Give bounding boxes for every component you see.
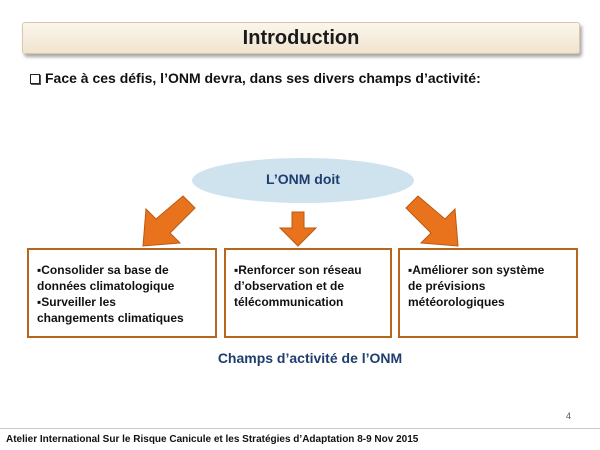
box-line: météorologiques (408, 295, 505, 309)
box-line: télécommunication (234, 295, 344, 309)
diagram-caption: Champs d’activité de l’ONM (217, 350, 403, 366)
arrow-middle-icon (278, 211, 318, 247)
box-line: d’observation et de (234, 279, 345, 293)
box-line: ▪Consolider sa base de (37, 263, 169, 277)
box-line: ▪Améliorer son système (408, 263, 545, 277)
center-label: L’ONM doit (266, 171, 340, 187)
checkbox-bullet-icon (30, 74, 40, 84)
activity-box-network: ▪Renforcer son réseau d’observation et d… (224, 248, 392, 338)
intro-line: Face à ces défis, l’ONM devra, dans ses … (30, 70, 570, 86)
intro-text: Face à ces défis, l’ONM devra, dans ses … (45, 70, 481, 86)
footer-divider (0, 428, 600, 429)
box-line: ▪Surveiller les (37, 295, 116, 309)
box-line: ▪Renforcer son réseau (234, 263, 362, 277)
footer-text: Atelier International Sur le Risque Cani… (6, 434, 419, 445)
box-line: changements climatiques (37, 311, 184, 325)
page-number: 4 (566, 411, 572, 421)
box-line: données climatologique (37, 279, 175, 293)
slide-title: Introduction (242, 27, 360, 49)
arrow-left-icon (142, 195, 196, 247)
title-bar: Introduction (22, 22, 580, 54)
arrow-right-icon (405, 195, 459, 247)
activity-box-climatology: ▪Consolider sa base de données climatolo… (27, 248, 217, 338)
center-ellipse: L’ONM doit (192, 158, 414, 203)
box-line: de prévisions (408, 279, 486, 293)
activity-box-forecasting: ▪Améliorer son système de prévisions mét… (398, 248, 578, 338)
